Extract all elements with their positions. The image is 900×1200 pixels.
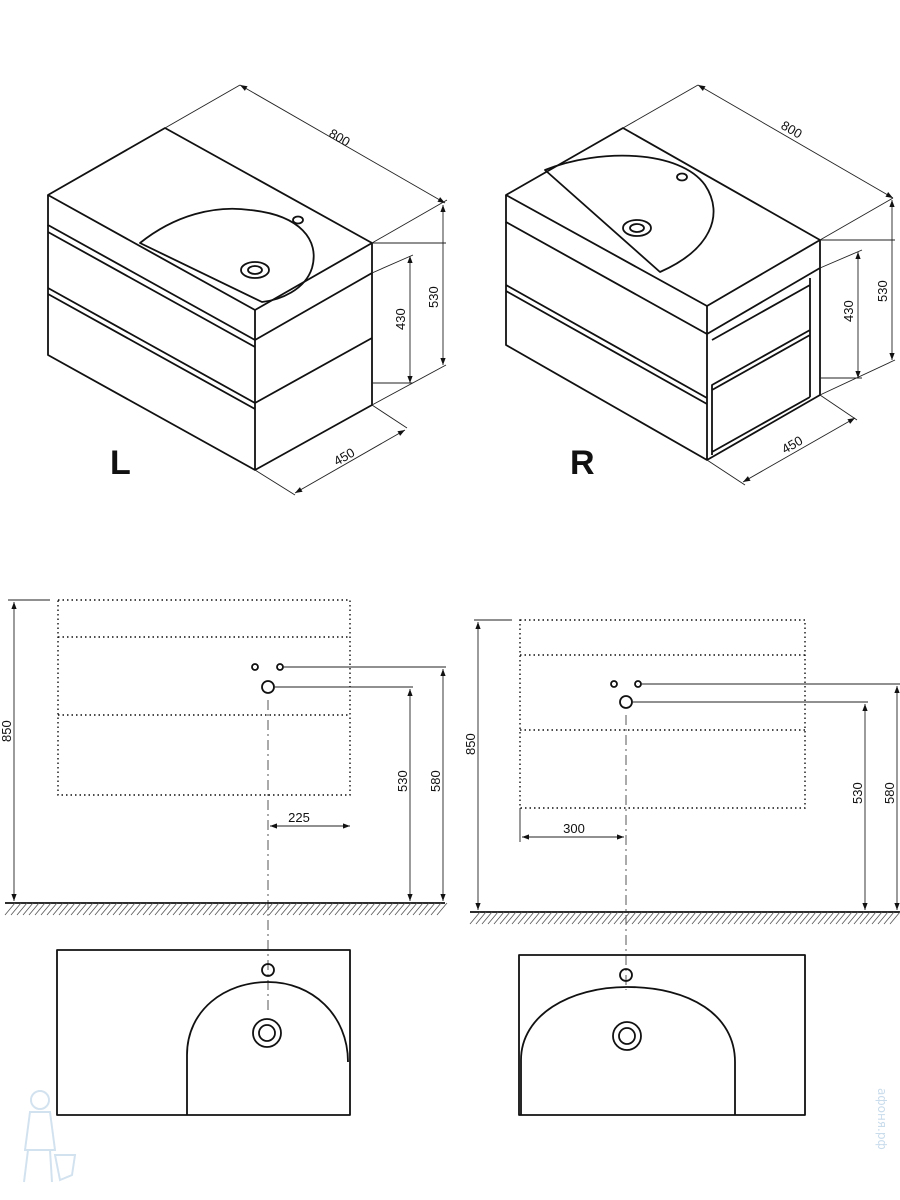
elev-right-drain-offset-label: 300 xyxy=(563,821,585,836)
elevation-right: 850 530 580 300 xyxy=(463,619,900,990)
watermark-logo xyxy=(23,1090,77,1183)
variant-label-right: R xyxy=(570,444,595,482)
basin-outline xyxy=(544,154,715,273)
top-view-left xyxy=(56,949,351,1116)
elev-right-drain-height-label: 530 xyxy=(850,782,865,804)
basin-outline xyxy=(139,207,315,303)
iso-left-height-label: 530 xyxy=(426,286,441,308)
iso-left-depth-label: 450 xyxy=(331,445,357,469)
iso-right-depth-label: 450 xyxy=(779,433,805,457)
top-view-right xyxy=(518,954,806,1116)
iso-left-width-label: 800 xyxy=(327,126,353,150)
iso-cabinet-left: 800 530 430 450 L xyxy=(47,84,448,496)
iso-cabinet-right: 800 530 430 450 R xyxy=(505,84,896,486)
elev-left-total-height-label: 850 xyxy=(0,720,14,742)
iso-right-height-label: 530 xyxy=(875,280,890,302)
floor-hatch xyxy=(4,902,448,916)
elev-left-drain-offset-label: 225 xyxy=(288,810,310,825)
elevation-left: 850 530 580 225 xyxy=(0,599,448,1010)
elev-right-tap-height-label: 580 xyxy=(882,782,897,804)
iso-left-body-height-label: 430 xyxy=(393,308,408,330)
watermark-text: афоня.рф xyxy=(875,1088,889,1150)
floor-hatch xyxy=(469,911,900,925)
elev-right-total-height-label: 850 xyxy=(463,733,478,755)
elev-left-drain-height-label: 530 xyxy=(395,770,410,792)
variant-label-left: L xyxy=(110,444,131,482)
iso-right-width-label: 800 xyxy=(779,118,805,142)
iso-right-body-height-label: 430 xyxy=(841,300,856,322)
elev-left-tap-height-label: 580 xyxy=(428,770,443,792)
